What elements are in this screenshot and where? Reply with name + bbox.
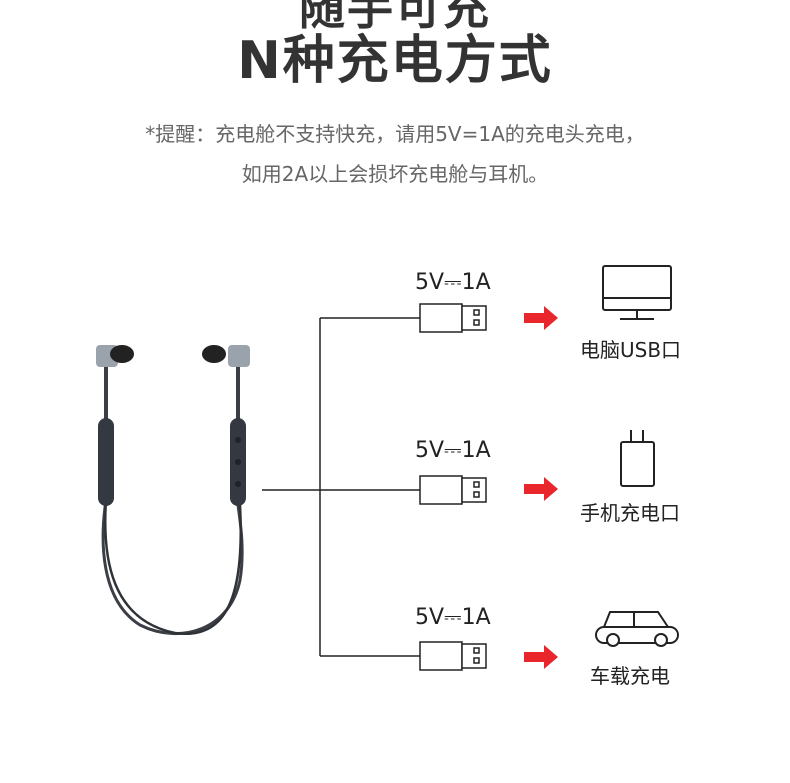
usb-plug-icon (419, 303, 487, 333)
arrow-right-icon (524, 645, 558, 669)
connection-lines (262, 317, 420, 657)
earphones-illustration (96, 345, 250, 636)
notice-line-2: 如用2A以上会损坏充电舱与耳机。 (241, 162, 549, 186)
phone-charger-icon (620, 430, 655, 487)
arrow-right-icon (524, 306, 558, 330)
car-icon (595, 611, 679, 647)
computer-monitor-icon (602, 265, 672, 320)
arrow-right-icon (524, 477, 558, 501)
voltage-label: 5V⎓1A (415, 605, 491, 630)
destination-label-phone: 手机充电口 (580, 501, 680, 525)
destination-label-computer: 电脑USB口 (580, 338, 682, 362)
voltage-label: 5V⎓1A (415, 438, 491, 463)
left-earbud-icon (96, 345, 134, 367)
right-earbud-icon (202, 345, 250, 367)
voltage-label: 5V⎓1A (415, 270, 491, 295)
page-title: N种充电方式 (237, 31, 553, 91)
destination-label-car: 车载充电 (590, 664, 670, 688)
page-title-top-partial: 随手可充 (299, 0, 491, 35)
notice-line-1: *提醒：充电舱不支持快充，请用5V=1A的充电头充电， (145, 122, 645, 146)
usb-plug-icon (419, 475, 487, 505)
usb-plug-icon (419, 641, 487, 671)
